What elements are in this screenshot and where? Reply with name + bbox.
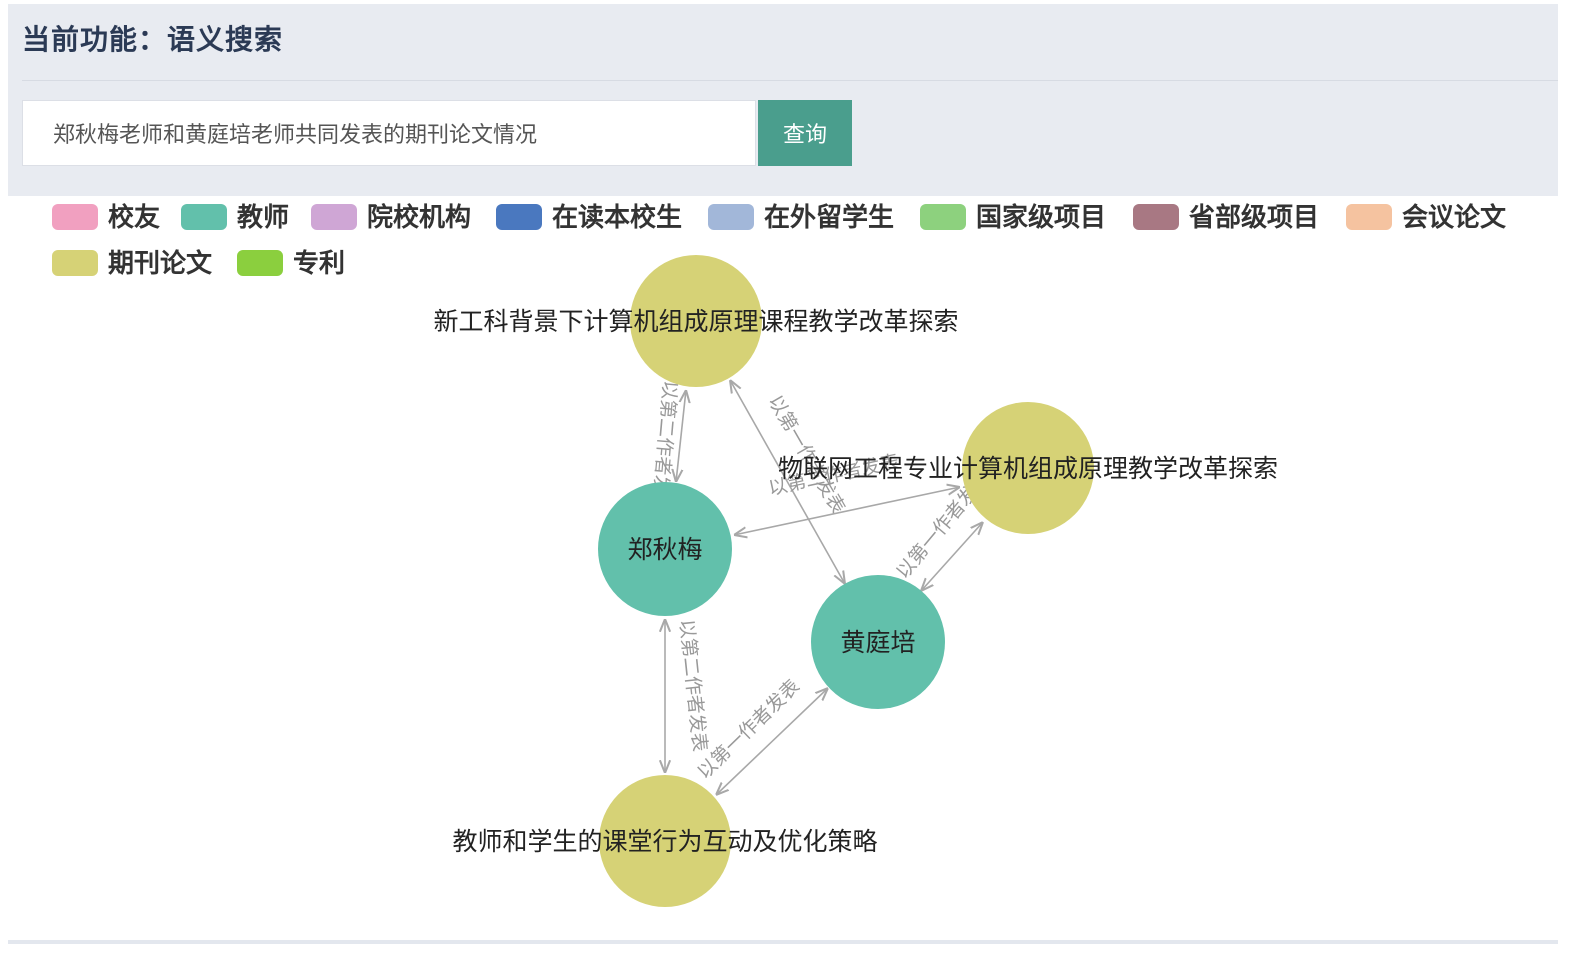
node-circle (630, 255, 762, 387)
legend-label: 省部级项目 (1188, 202, 1319, 233)
legend-label: 期刊论文 (108, 248, 213, 279)
page-title: 当前功能：语义搜索 (22, 23, 284, 56)
legend-item[interactable]: 在外留学生 (708, 202, 894, 233)
legend-swatch (52, 250, 98, 276)
legend-swatch (920, 204, 966, 230)
edge-label: 以第一作者发表 (693, 675, 804, 783)
node-circle (599, 775, 731, 907)
legend-label: 校友 (108, 202, 160, 233)
graph-node-paper3[interactable]: 教师和学生的课堂行为互动及优化策略 (452, 775, 878, 907)
legend-label: 国家级项目 (976, 202, 1106, 233)
legend-label: 在外留学生 (764, 202, 894, 233)
legend-item[interactable]: 在读本校生 (496, 202, 682, 233)
legend-swatch (52, 204, 98, 230)
graph-node-huang[interactable]: 黄庭培 (811, 575, 945, 709)
semantic-search-panel: 当前功能：语义搜索 查询 (8, 4, 1558, 944)
query-button[interactable]: 查询 (758, 100, 852, 166)
node-label: 黄庭培 (840, 628, 915, 657)
legend-swatch (708, 204, 754, 230)
legend-swatch (1346, 204, 1392, 230)
graph-node-paper2[interactable]: 物联网工程专业计算机组成原理教学改革探索 (778, 402, 1278, 534)
edge-line (730, 380, 845, 584)
node-label: 郑秋梅 (627, 535, 702, 564)
edge-line (676, 390, 686, 482)
graph-nodes: 新工科背景下计算机组成原理课程教学改革探索物联网工程专业计算机组成原理教学改革探… (433, 255, 1278, 907)
search-header: 当前功能：语义搜索 查询 (8, 4, 1558, 196)
node-label: 教师和学生的课堂行为互动及优化策略 (452, 827, 877, 856)
node-circle (811, 575, 945, 709)
edge-label: 以第二作者发表 (675, 618, 711, 753)
panel-bottom-border (8, 940, 1558, 944)
legend-swatch (1133, 204, 1179, 230)
legend-item[interactable]: 教师 (181, 203, 289, 233)
legend-swatch (311, 204, 357, 230)
node-circle (598, 482, 732, 616)
graph-node-paper1[interactable]: 新工科背景下计算机组成原理课程教学改革探索 (433, 255, 959, 387)
legend-label: 院校机构 (367, 202, 471, 233)
legend-item[interactable]: 校友 (52, 202, 160, 233)
legend-swatch (496, 204, 542, 230)
legend-item[interactable]: 专利 (237, 249, 345, 279)
search-input[interactable] (22, 100, 756, 166)
legend-label: 专利 (293, 249, 345, 279)
legend-label: 教师 (237, 203, 289, 233)
graph-node-zheng[interactable]: 郑秋梅 (598, 482, 732, 616)
node-circle (962, 402, 1094, 534)
graph-edge[interactable]: 以第二作者发表 (665, 618, 711, 773)
header-divider (22, 80, 1558, 81)
edge-line (921, 522, 983, 591)
legend-swatch (181, 204, 227, 230)
legend-item[interactable]: 省部级项目 (1133, 202, 1319, 233)
legend-item[interactable]: 国家级项目 (920, 202, 1106, 233)
legend-label: 会议论文 (1402, 202, 1507, 233)
legend-swatch (237, 250, 283, 276)
node-label: 新工科背景下计算机组成原理课程教学改革探索 (433, 307, 958, 336)
legend-item[interactable]: 院校机构 (311, 202, 471, 233)
legend-label: 在读本校生 (552, 202, 682, 233)
edge-line (734, 487, 960, 535)
legend-item[interactable]: 会议论文 (1346, 202, 1507, 233)
edge-line (716, 688, 828, 795)
node-label: 物联网工程专业计算机组成原理教学改革探索 (778, 454, 1278, 483)
graph-edge[interactable]: 以第一作者发表 (693, 675, 828, 795)
legend-item[interactable]: 期刊论文 (52, 248, 213, 279)
